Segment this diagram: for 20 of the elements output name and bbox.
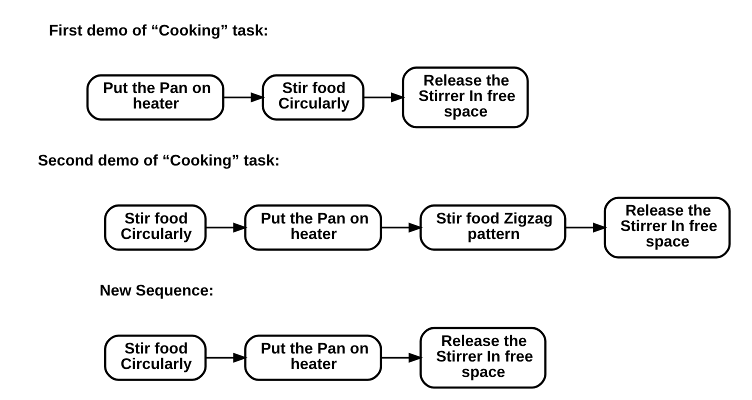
node-box: Release the Stirrer In free space xyxy=(402,66,529,128)
node-box: Put the Pan on heater xyxy=(244,334,382,381)
arrow xyxy=(381,352,424,363)
arrow xyxy=(223,92,266,102)
node-box: Stir food Zigzag pattern xyxy=(420,204,566,251)
node-box: Put the Pan on heater xyxy=(244,204,382,251)
arrow xyxy=(565,222,608,233)
label: First demo of “Cooking” task: xyxy=(48,22,268,40)
node-box: Stir food Circularly xyxy=(104,334,207,381)
node-box: Put the Pan on heater xyxy=(86,74,224,121)
arrow xyxy=(206,352,248,363)
node-box: Stir food Circularly xyxy=(104,204,207,251)
label: New Sequence: xyxy=(100,282,214,300)
node-box: Release the Stirrer In free space xyxy=(420,326,546,389)
label: Second demo of “Cooking” task: xyxy=(38,152,280,170)
arrow xyxy=(206,222,248,233)
node-box: Release the Stirrer In free space xyxy=(604,196,731,258)
arrow xyxy=(381,222,424,233)
arrow xyxy=(363,92,406,102)
node-box: Stir food Circularly xyxy=(262,74,364,121)
